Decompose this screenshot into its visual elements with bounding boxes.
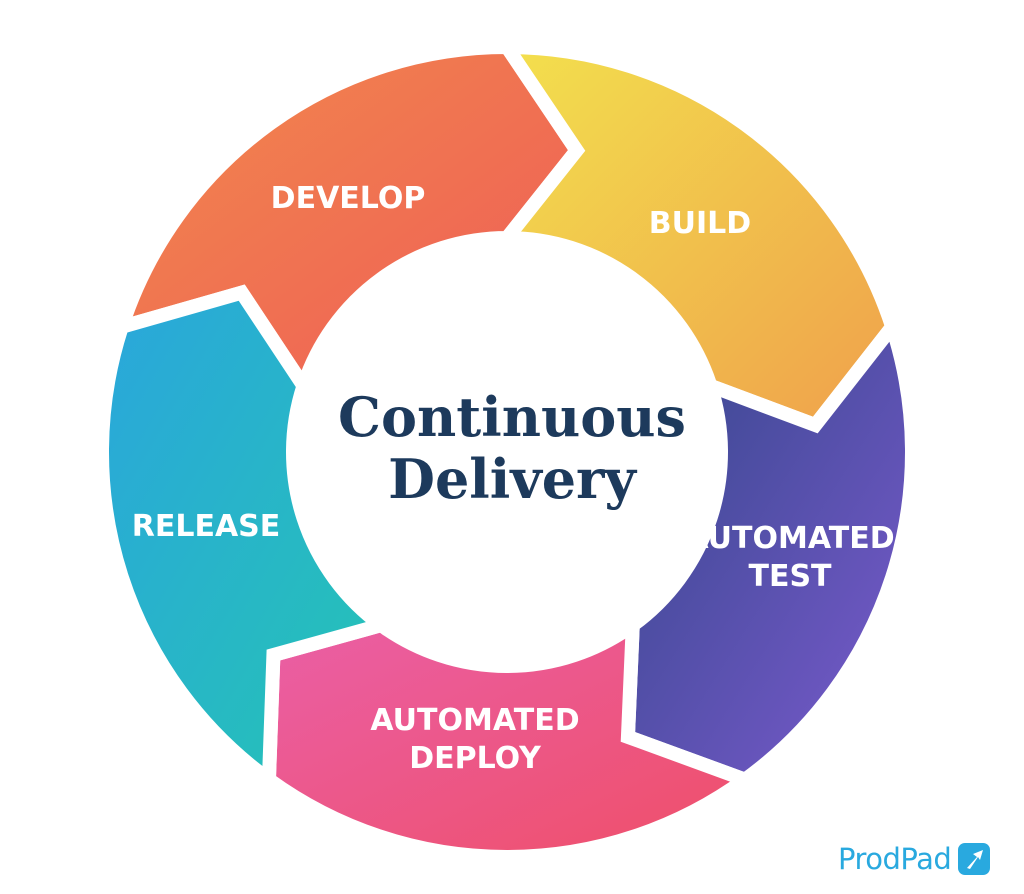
prodpad-arrow-icon bbox=[958, 843, 991, 875]
segment-label-automated-deploy: AUTOMATED bbox=[370, 703, 579, 738]
segment-build bbox=[492, 39, 900, 434]
segment-automated-deploy bbox=[261, 610, 760, 864]
segment-label-release: RELEASE bbox=[132, 509, 281, 544]
segment-label-automated-test: AUTOMATED bbox=[685, 521, 894, 556]
logo-text: ProdPad bbox=[838, 842, 952, 876]
prodpad-logo: ProdPad bbox=[838, 842, 991, 876]
segment-label-develop: DEVELOP bbox=[271, 181, 426, 216]
center-title-line1: Continuous bbox=[338, 385, 686, 449]
segment-label-automated-deploy: DEPLOY bbox=[409, 741, 542, 776]
center-title-line2: Delivery bbox=[388, 447, 637, 511]
segment-automated-test bbox=[620, 312, 919, 788]
segment-develop bbox=[111, 39, 586, 402]
segment-label-build: BUILD bbox=[649, 206, 751, 241]
segment-release bbox=[95, 284, 398, 794]
segment-label-automated-test: TEST bbox=[748, 559, 832, 594]
